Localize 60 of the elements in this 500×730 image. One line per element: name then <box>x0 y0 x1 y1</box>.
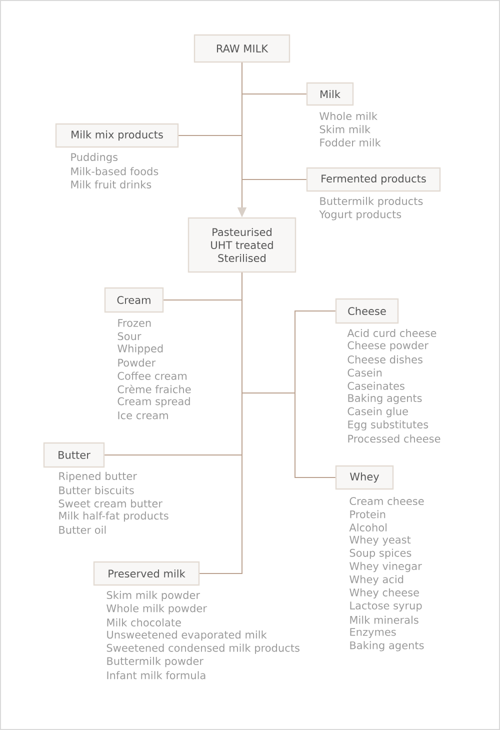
list-item: Yogurt products <box>319 210 402 220</box>
list-item: Coffee cream <box>118 372 187 380</box>
list-item: Fodder milk <box>320 138 381 146</box>
process-box: Pasteurised UHT treated Sterilised <box>188 217 296 273</box>
list-item: Butter biscuits <box>59 486 134 494</box>
list-item: Cheese powder <box>348 341 428 352</box>
list-item: Baking agents <box>348 394 422 404</box>
list-item: Acid curd cheese <box>347 328 436 338</box>
list-item: Baking agents <box>350 641 424 652</box>
category-box: Milk mix products <box>55 123 179 148</box>
list-item: Whey yeast <box>350 536 411 546</box>
category-box: Whey <box>335 465 394 490</box>
list-item: Whole milk powder <box>106 604 207 614</box>
list-item: Puddings <box>71 152 118 164</box>
list-item: Milk-based foods <box>71 167 158 176</box>
list-item: Milk minerals <box>350 616 418 624</box>
list-item: Powder <box>118 358 156 367</box>
list-item: Whey acid <box>350 575 404 586</box>
source-box: RAW MILK <box>194 34 290 63</box>
list-item: Whipped <box>118 344 163 354</box>
list-item: Infant milk formula <box>107 671 206 680</box>
list-item: Casein <box>348 368 382 377</box>
list-item: Sour <box>118 332 142 340</box>
category-box: Butter <box>43 442 105 468</box>
list-item: Milk chocolate <box>107 618 181 626</box>
list-item: Egg substitutes <box>348 420 428 430</box>
list-item: Ice cream <box>118 412 168 420</box>
category-box: Cream <box>104 287 164 313</box>
connector <box>199 272 242 574</box>
list-item: Enzymes <box>350 628 396 638</box>
category-box: Preserved milk <box>93 561 200 586</box>
list-item: Lactose syrup <box>350 602 422 612</box>
list-item: Whey vinegar <box>350 562 422 572</box>
list-item: Processed cheese <box>348 434 440 443</box>
list-item: Whey cheese <box>350 588 419 598</box>
list-item: Casein glue <box>348 407 408 418</box>
list-item: Alcohol <box>349 523 386 532</box>
category-box: Fermented products <box>306 167 441 192</box>
list-item: Caseinates <box>348 382 404 390</box>
list-item: Cheese dishes <box>348 355 422 364</box>
list-item: Cream spread <box>118 397 190 408</box>
list-item: Milk fruit drinks <box>71 180 152 188</box>
list-item: Ripened butter <box>59 472 137 482</box>
list-item: Whole milk <box>320 112 378 120</box>
list-item: Sweetened condensed milk products <box>106 644 300 654</box>
list-item: Buttermilk powder <box>107 656 204 668</box>
category-box: Milk <box>306 82 354 106</box>
list-item: Frozen <box>118 319 151 327</box>
list-item: Crème fraiche <box>118 384 191 394</box>
list-item: Soup spices <box>350 548 412 559</box>
list-item: Milk half-fat products <box>59 512 168 522</box>
list-item: Cream cheese <box>350 496 424 506</box>
list-item: Buttermilk products <box>320 196 423 208</box>
list-item: Butter oil <box>59 526 106 534</box>
category-box: Cheese <box>335 298 399 324</box>
list-item: Protein <box>350 510 386 518</box>
list-item: Skim milk powder <box>106 590 200 602</box>
list-item: Sweet cream butter <box>58 499 162 508</box>
list-item: Skim milk <box>320 125 371 134</box>
list-item: Unsweetened evaporated milk <box>107 630 267 641</box>
